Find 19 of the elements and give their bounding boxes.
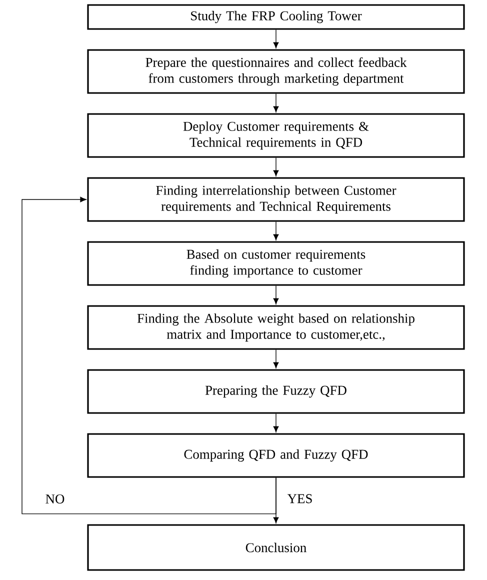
process-box: Preparing the Fuzzy QFD bbox=[87, 369, 465, 414]
process-box: Deploy Customer requirements & Technical requirements in QFD bbox=[87, 113, 465, 158]
arrow bbox=[273, 349, 279, 368]
process-box: Conclusion bbox=[87, 524, 465, 571]
arrow bbox=[273, 93, 279, 112]
process-box: Prepare the questionnaires and collect feedback from customers through marketing department bbox=[87, 49, 465, 94]
edge-label: YES bbox=[286, 493, 314, 504]
process-box: Finding the Absolute weight based on relationship matrix and Importance to customer,etc., bbox=[87, 305, 465, 350]
arrow bbox=[273, 221, 279, 240]
edge-label: NO bbox=[44, 493, 66, 505]
arrow bbox=[273, 285, 279, 304]
process-box: Based on customer requirements finding importance to customer bbox=[87, 241, 465, 286]
arrow bbox=[22, 196, 276, 514]
process-box: Study The FRP Cooling Tower bbox=[87, 4, 465, 30]
process-box: Finding interrelationship between Customer requirements and Technical Requirements bbox=[87, 177, 465, 222]
process-box: Comparing QFD and Fuzzy QFD bbox=[87, 433, 465, 478]
arrow bbox=[273, 413, 279, 432]
arrow bbox=[273, 29, 279, 48]
arrow bbox=[273, 157, 279, 176]
